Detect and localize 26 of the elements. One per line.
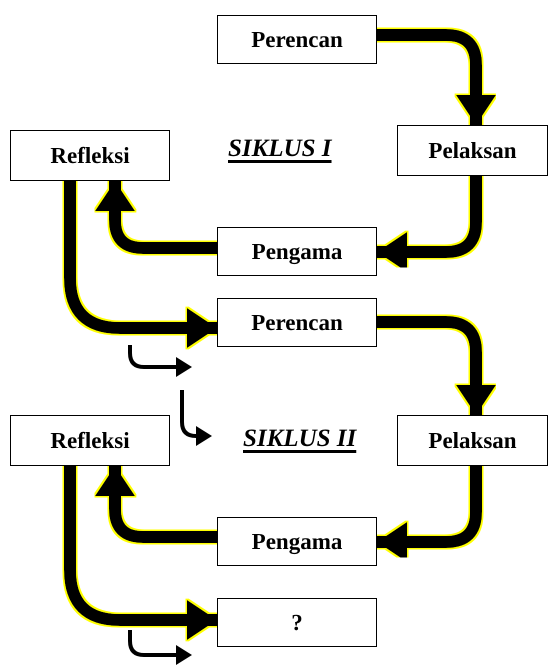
curved-arrow	[64, 181, 217, 348]
step-label: ?	[291, 610, 303, 636]
cycle-title: SIKLUS II	[243, 425, 356, 453]
step-box	[217, 15, 377, 64]
step-label: Perencan	[251, 310, 343, 336]
step-box	[397, 415, 548, 466]
step-box	[217, 227, 377, 276]
step-box	[217, 298, 377, 347]
step-box	[10, 130, 170, 181]
curved-arrow	[377, 316, 496, 415]
step-box	[397, 125, 548, 176]
curved-arrow	[377, 29, 496, 125]
step-label: Pengama	[252, 528, 342, 554]
step-label: Pelaksan	[428, 428, 517, 454]
step-label: Refleksi	[50, 428, 130, 454]
curved-arrow	[64, 466, 217, 640]
step-label: Refleksi	[50, 142, 130, 168]
curved-arrow	[95, 181, 217, 254]
step-box	[217, 598, 377, 647]
curved-arrow	[95, 466, 217, 543]
step-label: Perencan	[251, 26, 343, 52]
step-label: Pengama	[252, 238, 342, 264]
step-label: Pelaksan	[428, 138, 517, 164]
cycle-title: SIKLUS I	[228, 135, 332, 163]
step-box	[217, 517, 377, 566]
step-box	[10, 415, 170, 466]
